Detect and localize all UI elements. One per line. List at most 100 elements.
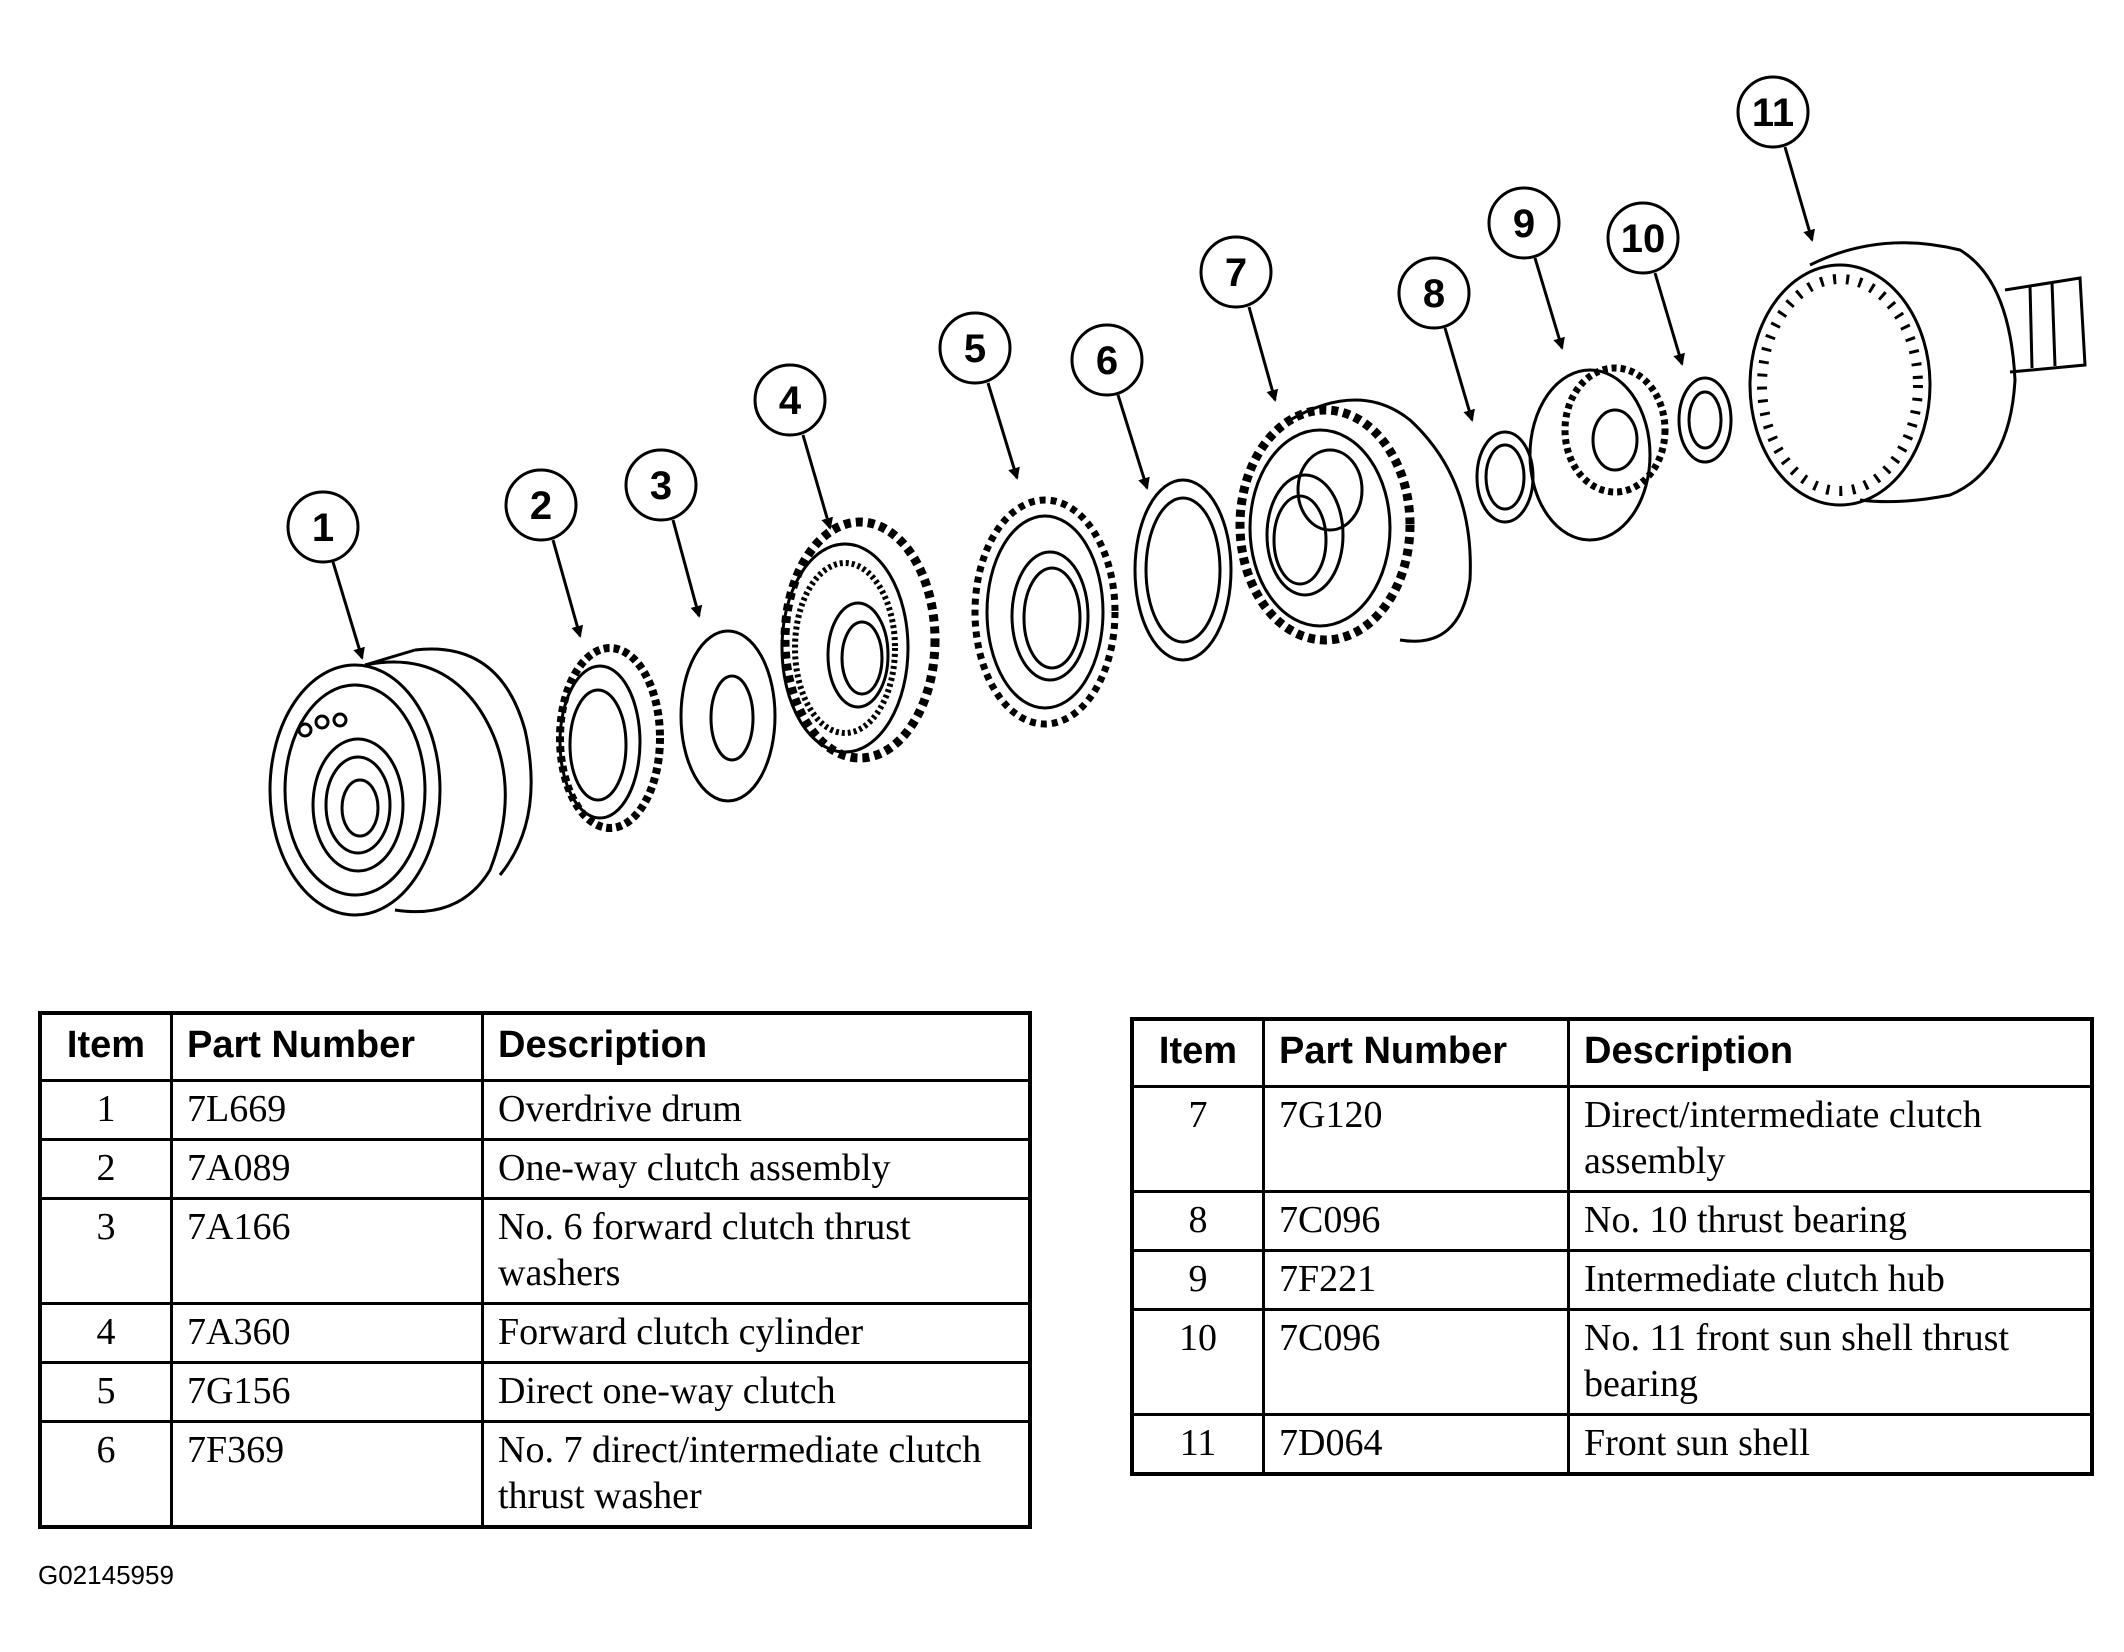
table-header-row: Item Part Number Description — [1130, 1017, 2094, 1088]
part-forward-clutch-cylinder — [780, 517, 940, 763]
part-direct-one-way-clutch — [971, 496, 1119, 728]
table-header-row: Item Part Number Description — [38, 1011, 1032, 1082]
item-cell: 2 — [38, 1138, 173, 1200]
description-cell: Intermediate clutch hub — [1567, 1249, 2094, 1311]
part-thrust-bearing-11 — [1677, 376, 1733, 464]
exploded-parts-diagram: 1 2 3 4 5 6 7 — [268, 75, 2087, 917]
table-row: 6 7F369 No. 7 direct/intermediate clutch… — [38, 1420, 1032, 1529]
callout-6-leader — [1116, 394, 1150, 490]
table-row: 8 7C096 No. 10 thrust bearing — [1130, 1190, 2094, 1252]
item-cell: 11 — [1130, 1413, 1265, 1476]
part-overdrive-drum — [268, 647, 533, 917]
callout-4-number: 4 — [779, 379, 802, 423]
callout-10-number: 10 — [1621, 217, 1666, 261]
table-row: 1 7L669 Overdrive drum — [38, 1079, 1032, 1141]
callout-6-number: 6 — [1096, 339, 1118, 383]
callout-2-number: 2 — [530, 484, 552, 528]
description-cell: One-way clutch assembly — [481, 1138, 1032, 1200]
callout-5: 5 — [938, 311, 1020, 480]
callout-3-leader — [671, 519, 703, 618]
item-cell: 5 — [38, 1361, 173, 1423]
part-thrust-bearing-10 — [1475, 430, 1535, 524]
column-header-part-number: Part Number — [1262, 1017, 1570, 1088]
callout-9-number: 9 — [1513, 202, 1535, 246]
part-number-cell: 7G120 — [1262, 1085, 1570, 1193]
part-one-way-clutch-assembly — [556, 644, 664, 832]
callout-7-leader — [1247, 306, 1279, 402]
callout-9: 9 — [1487, 186, 1565, 350]
table-row: 9 7F221 Intermediate clutch hub — [1130, 1249, 2094, 1311]
part-number-cell: 7A360 — [170, 1302, 484, 1364]
part-thrust-washer-7 — [1133, 478, 1233, 662]
table-row: 2 7A089 One-way clutch assembly — [38, 1138, 1032, 1200]
callout-10-leader — [1653, 272, 1685, 366]
item-cell: 6 — [38, 1420, 173, 1529]
part-intermediate-clutch-hub — [1528, 364, 1669, 542]
part-number-cell: 7G156 — [170, 1361, 484, 1423]
item-cell: 4 — [38, 1302, 173, 1364]
callout-4: 4 — [753, 363, 833, 530]
table-row: 4 7A360 Forward clutch cylinder — [38, 1302, 1032, 1364]
callout-5-leader — [986, 382, 1020, 480]
table-row: 7 7G120 Direct/intermediate clutch assem… — [1130, 1085, 2094, 1193]
callout-8-leader — [1443, 327, 1475, 422]
item-cell: 8 — [1130, 1190, 1265, 1252]
description-cell: Direct one-way clutch — [481, 1361, 1032, 1423]
part-number-cell: 7L669 — [170, 1079, 484, 1141]
callout-9-leader — [1533, 257, 1565, 350]
callout-4-leader — [801, 434, 833, 530]
part-number-cell: 7D064 — [1262, 1413, 1570, 1476]
parts-table-right: Item Part Number Description 7 7G120 Dir… — [1130, 1017, 2094, 1476]
callout-2-leader — [551, 539, 584, 638]
item-cell: 10 — [1130, 1308, 1265, 1416]
table-row: 10 7C096 No. 11 front sun shell thrust b… — [1130, 1308, 2094, 1416]
callout-8: 8 — [1397, 256, 1475, 422]
callout-10: 10 — [1606, 201, 1685, 366]
part-thrust-washer-6 — [679, 629, 777, 803]
part-number-cell: 7C096 — [1262, 1190, 1570, 1252]
description-cell: No. 7 direct/intermediate clutch thrust … — [481, 1420, 1032, 1529]
callout-3: 3 — [624, 448, 703, 618]
callout-3-number: 3 — [650, 464, 672, 508]
description-cell: Overdrive drum — [481, 1079, 1032, 1141]
callout-2: 2 — [504, 468, 584, 638]
callout-8-number: 8 — [1423, 272, 1445, 316]
description-cell: Direct/intermediate clutch assembly — [1567, 1085, 2094, 1193]
column-header-description: Description — [1567, 1017, 2094, 1088]
part-direct-intermediate-clutch-assembly — [1235, 398, 1472, 645]
description-cell: Forward clutch cylinder — [481, 1302, 1032, 1364]
column-header-description: Description — [481, 1011, 1032, 1082]
description-cell: Front sun shell — [1567, 1413, 2094, 1476]
part-number-cell: 7F369 — [170, 1420, 484, 1529]
callout-1-number: 1 — [312, 506, 334, 550]
column-header-part-number: Part Number — [170, 1011, 484, 1082]
callout-6: 6 — [1070, 323, 1150, 490]
part-number-cell: 7F221 — [1262, 1249, 1570, 1311]
callout-1: 1 — [286, 490, 365, 660]
callout-11-leader — [1783, 146, 1815, 242]
item-cell: 9 — [1130, 1249, 1265, 1311]
description-cell: No. 10 thrust bearing — [1567, 1190, 2094, 1252]
item-cell: 3 — [38, 1197, 173, 1305]
table-row: 5 7G156 Direct one-way clutch — [38, 1361, 1032, 1423]
callout-5-number: 5 — [964, 327, 986, 371]
column-header-item: Item — [1130, 1017, 1265, 1088]
column-header-item: Item — [38, 1011, 173, 1082]
part-front-sun-shell — [1748, 241, 2087, 507]
callout-11-number: 11 — [1752, 91, 1794, 135]
part-number-cell: 7A089 — [170, 1138, 484, 1200]
table-row: 3 7A166 No. 6 forward clutch thrust wash… — [38, 1197, 1032, 1305]
item-cell: 1 — [38, 1079, 173, 1141]
part-number-cell: 7C096 — [1262, 1308, 1570, 1416]
part-number-cell: 7A166 — [170, 1197, 484, 1305]
callout-7-number: 7 — [1225, 251, 1247, 295]
item-cell: 7 — [1130, 1085, 1265, 1193]
description-cell: No. 11 front sun shell thrust bearing — [1567, 1308, 2094, 1416]
callout-11: 11 — [1736, 75, 1815, 242]
parts-table-left: Item Part Number Description 1 7L669 Ove… — [38, 1011, 1032, 1529]
description-cell: No. 6 forward clutch thrust washers — [481, 1197, 1032, 1305]
figure-code: G02145959 — [38, 1560, 174, 1590]
table-row: 11 7D064 Front sun shell — [1130, 1413, 2094, 1476]
callout-7: 7 — [1199, 235, 1279, 402]
callout-1-leader — [331, 561, 365, 660]
